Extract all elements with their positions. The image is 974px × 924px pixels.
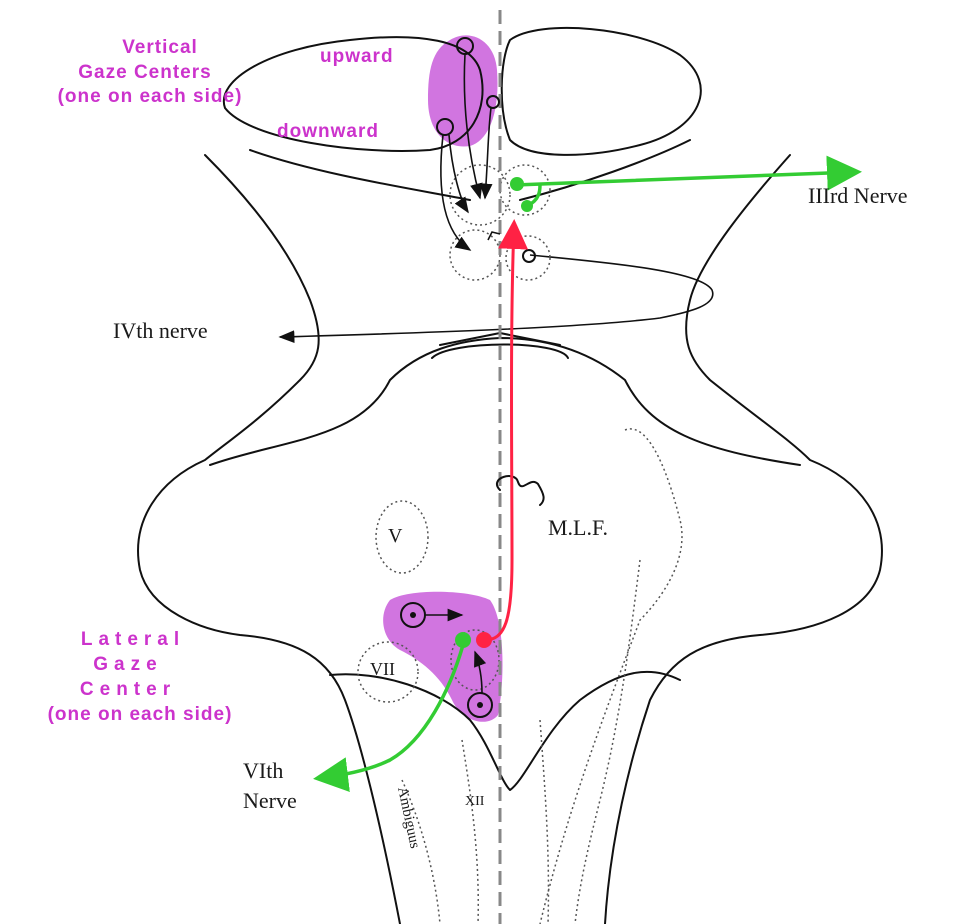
third-nerve-pathway [515,172,855,185]
pons-bottom-outline [330,672,680,790]
downward-path-1 [441,135,470,250]
right-lateral-tract-2 [575,560,640,924]
oculomotor-dot-2 [521,200,533,212]
lateral-title-line-2: Gaze [93,654,162,675]
hypoglossal-label: XII [465,794,485,809]
vertical-title-line-1: Vertical [122,37,198,58]
sixth-nerve-label-1: VIth [243,758,283,783]
downward-path-2 [449,135,468,212]
upward-label: upward [320,46,394,67]
left-tectal-arc [250,150,470,200]
pprf-neuron-1-core [410,612,416,618]
vertical-title-line-3: (one on each side) [58,86,243,107]
facial-label: VII [370,659,395,679]
downward-label: downward [277,121,379,142]
pprf-neuron-2-core [477,702,483,708]
right-lateral-tract [540,429,682,924]
hypoglossal-tract [462,740,478,924]
oculomotor-dot-1 [510,177,524,191]
mlf-label: M.L.F. [548,515,608,540]
right-superior-colliculus [502,28,701,155]
right-tectal-arc [520,140,690,200]
fourth-nerve-label: IVth nerve [113,318,208,343]
sixth-nerve-label-2: Nerve [243,788,297,813]
fourth-nerve-path [280,255,713,337]
abducens-motor-dot [455,632,471,648]
lateral-title-line-4: (one on each side) [48,704,233,725]
pons-inner-outline [210,338,800,465]
ambiguus-label: Ambiguus [394,786,423,851]
pretectal-line [488,232,500,240]
lateral-title-line-3: Center [80,679,176,700]
trigeminal-label: V [388,525,403,547]
third-nerve-label: IIIrd Nerve [808,183,908,208]
mlf-squiggle [497,476,544,505]
lateral-title-line-1: Lateral [81,629,185,650]
vertical-title-line-2: Gaze Centers [78,62,211,83]
interneuron-dot [476,632,492,648]
